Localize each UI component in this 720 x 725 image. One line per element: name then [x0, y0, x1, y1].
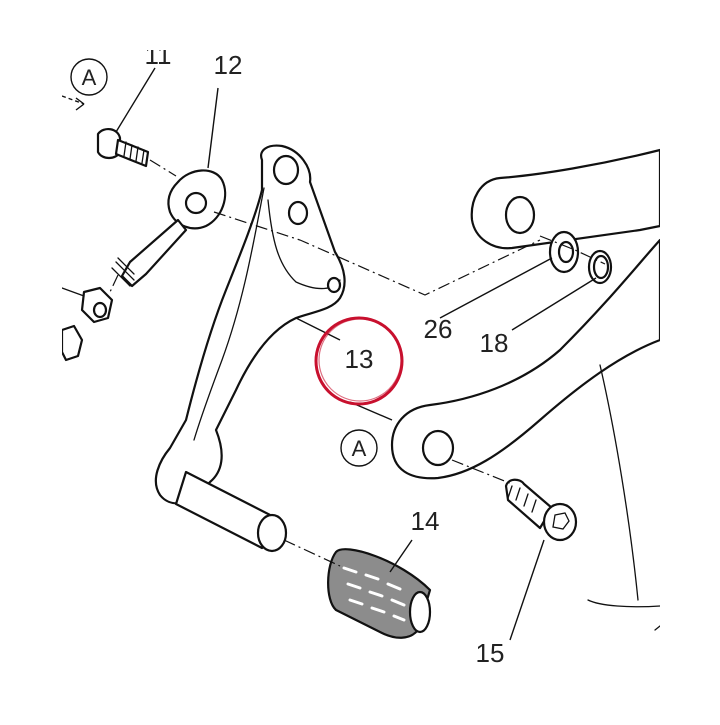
highlight-ring: [314, 316, 404, 406]
reference-marker-middle: A: [340, 429, 378, 467]
callout-13: 13: [345, 344, 374, 374]
callout-15: 15: [476, 638, 505, 668]
pedal-rubber-grip: [327, 548, 432, 639]
lever-pivot-hole: [287, 200, 309, 226]
gear-lever: [154, 144, 346, 553]
footrest-bracket: [390, 148, 662, 631]
right-crop: [660, 0, 720, 720]
bottom-crop: [0, 666, 720, 720]
bracket-bolt: [504, 478, 578, 542]
bracket-bolt-hole: [421, 429, 455, 467]
assembly-axes: [109, 159, 606, 567]
callout-14: 14: [411, 506, 440, 536]
callout-26: 26: [424, 314, 453, 344]
reference-letter-middle: A: [352, 436, 367, 461]
leader-lines: [61, 67, 597, 641]
left-crop: [0, 0, 62, 720]
peg-end: [256, 513, 288, 553]
washer-18: [587, 249, 613, 285]
linkage-rod-end: [111, 169, 227, 288]
reference-marker-top: A: [70, 58, 108, 96]
rod-end-bolt: [96, 128, 150, 168]
reference-letter-top: A: [82, 65, 97, 90]
top-crop: [0, 0, 720, 50]
lock-nut: [60, 286, 114, 362]
lever-small-hole: [326, 276, 342, 294]
washer-26: [548, 230, 580, 274]
rod-end-eye: [184, 191, 208, 215]
callout-12: 12: [214, 50, 243, 80]
bracket-pivot-hole: [504, 195, 536, 235]
callout-18: 18: [480, 328, 509, 358]
lever-top-eye: [272, 154, 300, 186]
